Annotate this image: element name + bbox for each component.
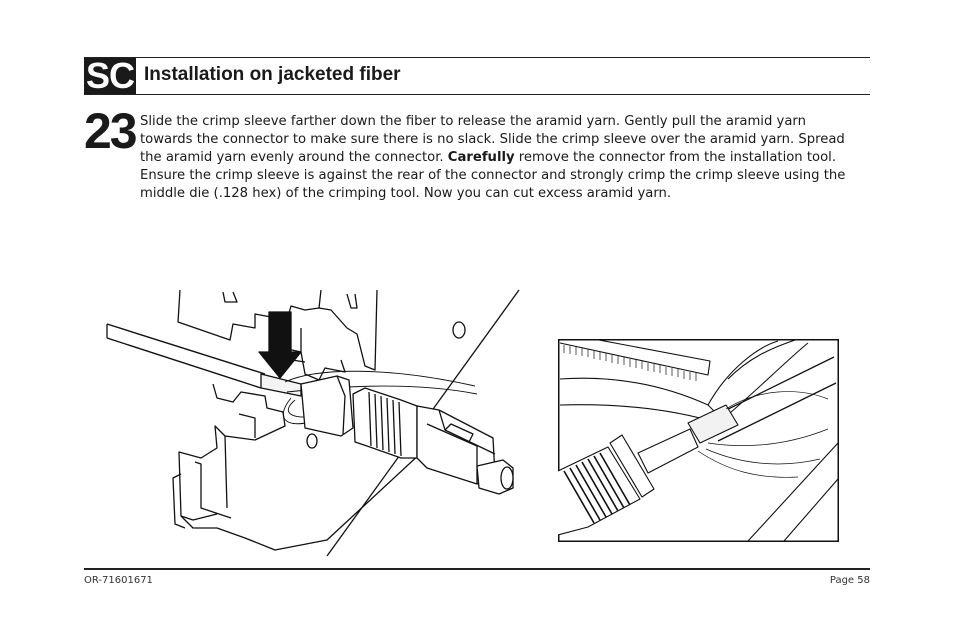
connector-type-badge: SC [84, 55, 136, 96]
header-bottom-rule [84, 94, 870, 95]
step-number: 23 [84, 103, 138, 159]
instruction-text-part-1: Slide the crimp sleeve farther down the … [140, 114, 845, 165]
step-instructions: Slide the crimp sleeve farther down the … [140, 113, 860, 203]
installation-tool-illustration [106, 289, 520, 556]
page-number: Page 58 [829, 575, 870, 586]
document-code: OR-71601671 [84, 575, 153, 586]
section-title: Installation on jacketed fiber [144, 64, 401, 85]
crimp-sleeve-detail-illustration [558, 339, 839, 542]
footer-rule [84, 568, 870, 570]
instruction-text-part-2: remove the connector from the installati… [140, 150, 846, 201]
header-top-rule [84, 57, 870, 58]
instruction-emphasis: Carefully [447, 150, 515, 165]
